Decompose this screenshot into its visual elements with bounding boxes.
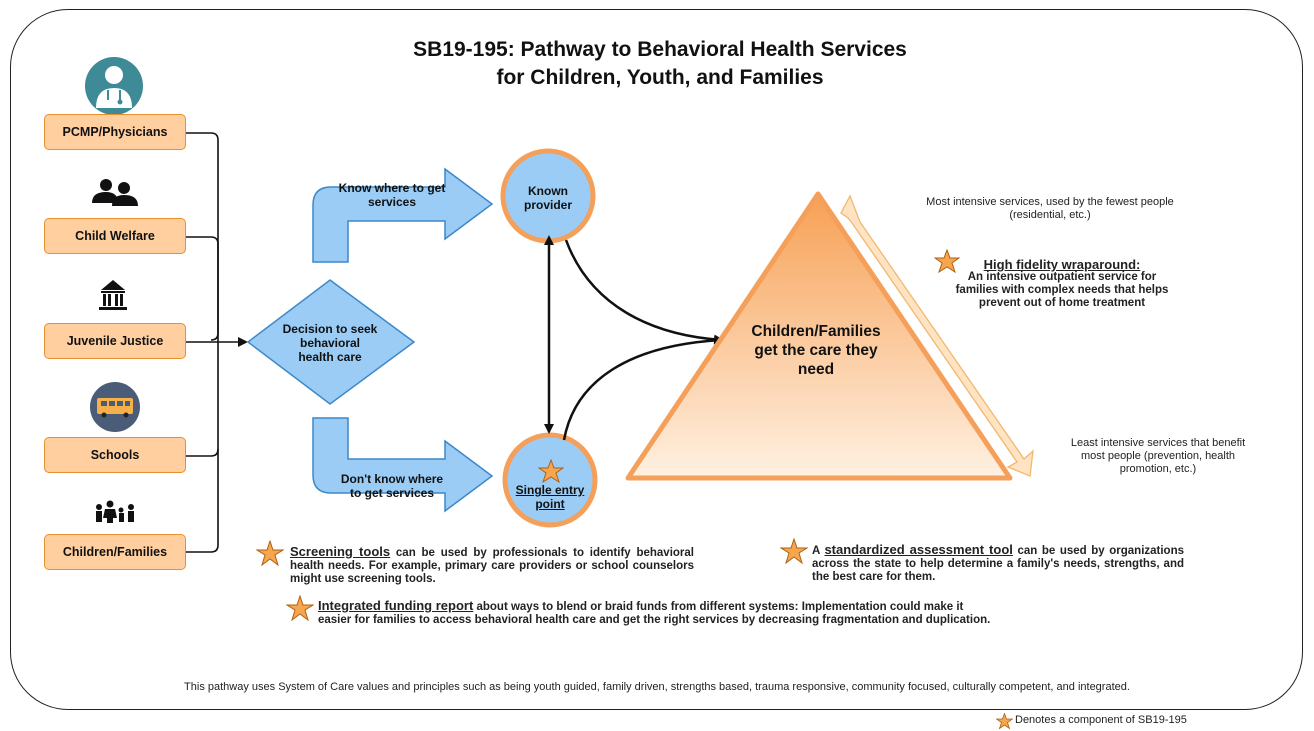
dont-know-line: Don't know where — [340, 472, 444, 486]
legend-text: Denotes a component of SB19-195 — [1015, 714, 1187, 726]
source-pcmp-physicians: PCMP/Physicians — [44, 114, 186, 150]
source-juvenile-justice: Juvenile Justice — [44, 323, 186, 359]
assessment-note: A standardized assessment tool can be us… — [812, 543, 1184, 584]
assessment-heading: standardized assessment tool — [824, 542, 1013, 557]
triangle-line: Children/Families — [751, 323, 881, 340]
single-entry-line: Single entry — [515, 483, 585, 497]
source-label: Schools — [90, 448, 140, 462]
screening-note: Screening tools can be used by professio… — [290, 545, 694, 586]
funding-heading: Integrated funding report — [318, 598, 474, 613]
screening-heading: Screening tools — [290, 544, 391, 559]
decision-line: behavioral — [299, 336, 361, 350]
school-bus-icon — [90, 382, 140, 432]
know-where-line: Know where to get — [338, 181, 446, 195]
dont-know-line: to get services — [349, 486, 435, 500]
diagram-frame — [10, 9, 1303, 710]
wraparound-note: High fidelity wraparound: An intensive o… — [932, 258, 1192, 310]
known-provider-line: provider — [523, 198, 572, 212]
star-icon — [538, 459, 564, 483]
source-children-families: Children/Families — [44, 534, 186, 570]
care-triangle — [625, 191, 1013, 481]
decision-label: Decision to seek behavioral health care — [262, 322, 398, 364]
screening-text: can be used by professionals to identify… — [290, 547, 694, 585]
dont-know-arrow — [312, 417, 494, 513]
footer-text: This pathway uses System of Care values … — [184, 681, 1130, 693]
doctor-icon — [85, 57, 143, 115]
star-icon — [780, 538, 808, 564]
star-icon — [286, 595, 314, 621]
known-provider-line: Known — [528, 184, 568, 198]
wraparound-line: An intensive outpatient service for — [967, 271, 1157, 283]
source-label: PCMP/Physicians — [62, 125, 168, 139]
triangle-label: Children/Families get the care they need — [718, 322, 914, 379]
wraparound-heading: High fidelity wraparound: — [983, 257, 1141, 272]
wraparound-line: families with complex needs that helps — [955, 284, 1169, 296]
least-intensive-line: most people (prevention, health — [1080, 450, 1236, 462]
decision-line: health care — [298, 350, 362, 364]
assessment-prefix: A — [812, 545, 825, 557]
star-icon — [996, 713, 1013, 729]
funding-note: Integrated funding report about ways to … — [318, 599, 1178, 627]
source-label: Children/Families — [62, 545, 168, 559]
single-entry-label: Single entry point — [505, 483, 595, 511]
least-intensive-text: Least intensive services that benefit mo… — [1040, 437, 1276, 476]
title-line-1: SB19-195: Pathway to Behavioral Health S… — [413, 38, 907, 61]
assessment-text: can be used by organizations across the … — [812, 545, 1185, 583]
people-icon — [92, 179, 138, 206]
title-line-2: for Children, Youth, and Families — [496, 66, 824, 89]
entry-to-care-curve — [562, 338, 723, 441]
provider-to-care-curve — [564, 239, 724, 345]
know-where-label: Know where to get services — [326, 181, 458, 209]
know-where-line: services — [367, 195, 417, 209]
courthouse-icon — [99, 280, 127, 310]
single-entry-circle — [502, 432, 598, 528]
wraparound-line: prevent out of home treatment — [978, 297, 1146, 309]
decision-diamond — [246, 279, 416, 405]
funding-line: about ways to blend or braid funds from … — [473, 601, 964, 613]
star-icon — [934, 249, 960, 273]
least-intensive-line: Least intensive services that benefit — [1070, 437, 1246, 449]
source-label: Juvenile Justice — [66, 334, 164, 348]
most-intensive-line: Most intensive services, used by the few… — [926, 196, 1174, 208]
family-icon — [96, 500, 134, 523]
triangle-line: get the care they — [754, 342, 878, 359]
most-intensive-text: Most intensive services, used by the few… — [870, 196, 1230, 222]
source-schools: Schools — [44, 437, 186, 473]
decision-line: Decision to seek — [282, 322, 378, 336]
known-provider-label: Known provider — [508, 184, 588, 212]
source-child-welfare: Child Welfare — [44, 218, 186, 254]
triangle-line: need — [797, 361, 835, 378]
source-label: Child Welfare — [75, 229, 155, 243]
intensity-arrow — [840, 194, 1034, 477]
star-icon — [256, 540, 284, 566]
most-intensive-line: (residential, etc.) — [1009, 209, 1091, 221]
least-intensive-line: promotion, etc.) — [1119, 463, 1197, 475]
single-entry-line: point — [535, 497, 565, 511]
funding-line: easier for families to access behavioral… — [318, 614, 991, 626]
dont-know-label: Don't know where to get services — [326, 472, 458, 500]
know-where-arrow — [312, 167, 494, 263]
